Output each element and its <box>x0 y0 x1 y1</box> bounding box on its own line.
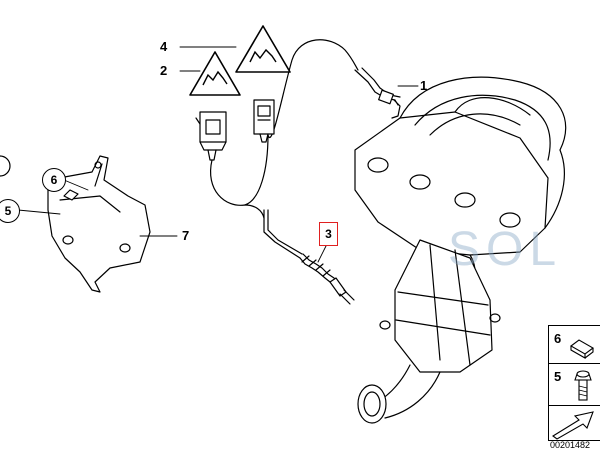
catalytic-converter <box>357 239 501 424</box>
leader-lines <box>17 46 419 263</box>
inset-clip-6: 6 <box>548 325 600 365</box>
upstream-oxygen-sensor <box>354 67 401 119</box>
callout-2: 2 <box>160 63 168 78</box>
sensor-cable <box>210 39 359 219</box>
callout-1: 1 <box>420 78 428 93</box>
clip-nut-icon <box>570 339 594 359</box>
connector-plug-4 <box>253 99 275 143</box>
warning-triangle-icon <box>189 51 241 96</box>
bolt-icon <box>574 370 592 401</box>
inset-bolt-5: 5 <box>548 363 600 407</box>
callout-3-highlight: 3 <box>319 222 338 246</box>
inset-arrow <box>548 405 600 441</box>
callout-7: 7 <box>182 228 190 243</box>
downstream-oxygen-sensor <box>263 209 355 305</box>
connector-plug-2 <box>195 111 227 161</box>
callout-5: 5 <box>0 199 20 223</box>
mounting-bracket <box>0 155 151 293</box>
callout-6: 6 <box>42 168 66 192</box>
document-id: 00201482 <box>550 440 591 450</box>
callout-4: 4 <box>160 39 168 54</box>
inset-label-6: 6 <box>554 331 562 346</box>
watermark: SOL <box>448 223 563 276</box>
arrow-icon <box>552 411 594 440</box>
inset-label-5: 5 <box>554 369 562 384</box>
warning-triangle-icon <box>235 25 291 73</box>
